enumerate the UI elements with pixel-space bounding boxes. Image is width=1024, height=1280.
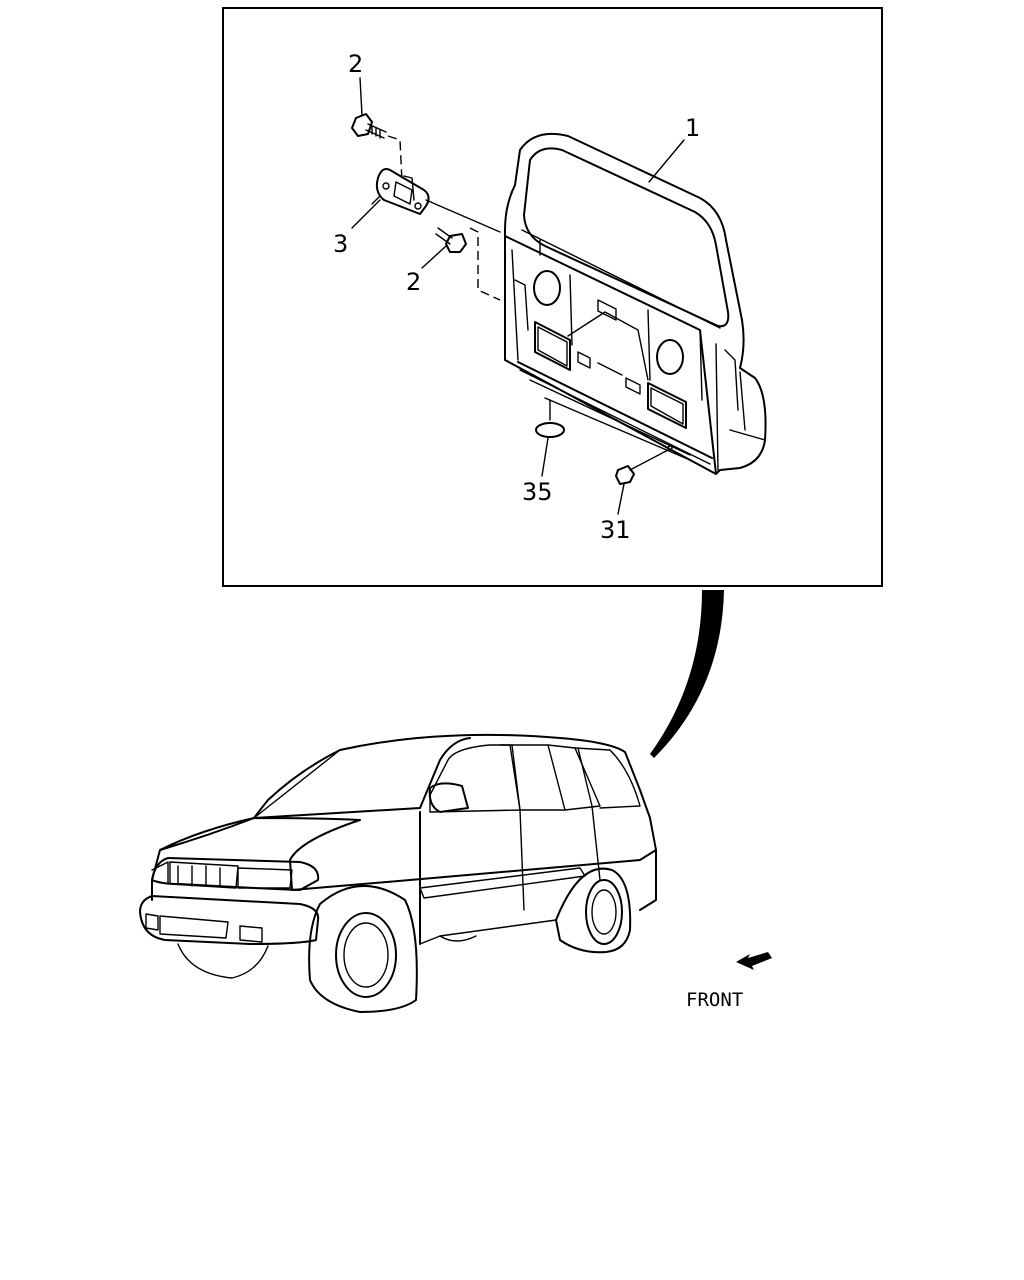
leader-part-2-lower [421,245,447,269]
plug-part-35 [535,422,565,438]
callout-part-35: 35 [522,478,553,506]
assembly-line-upper [387,135,403,183]
leader-part-3 [351,199,381,229]
front-arrow-icon [736,952,772,970]
callout-part-2-upper: 2 [348,50,363,78]
detail-connector [650,590,724,758]
callout-part-31: 31 [600,516,631,544]
front-label: FRONT [686,989,743,1011]
bolt-lower [435,227,467,253]
leader-part-2-upper [359,77,363,116]
leader-part-31 [617,483,625,515]
vehicle-illustration [139,733,657,1013]
callout-part-2-lower: 2 [406,268,421,296]
callout-part-1: 1 [685,114,700,142]
fastener-part-31 [615,445,673,485]
leader-part-35 [541,437,549,477]
assembly-line-lower [469,227,501,301]
hinge-bracket [371,168,430,215]
bolt-upper [351,113,387,139]
callout-part-3: 3 [333,230,348,258]
hinge-to-panel-line [425,199,501,233]
leader-part-1 [648,139,685,183]
detail-frame [222,7,883,587]
tailgate-panel [504,132,767,475]
